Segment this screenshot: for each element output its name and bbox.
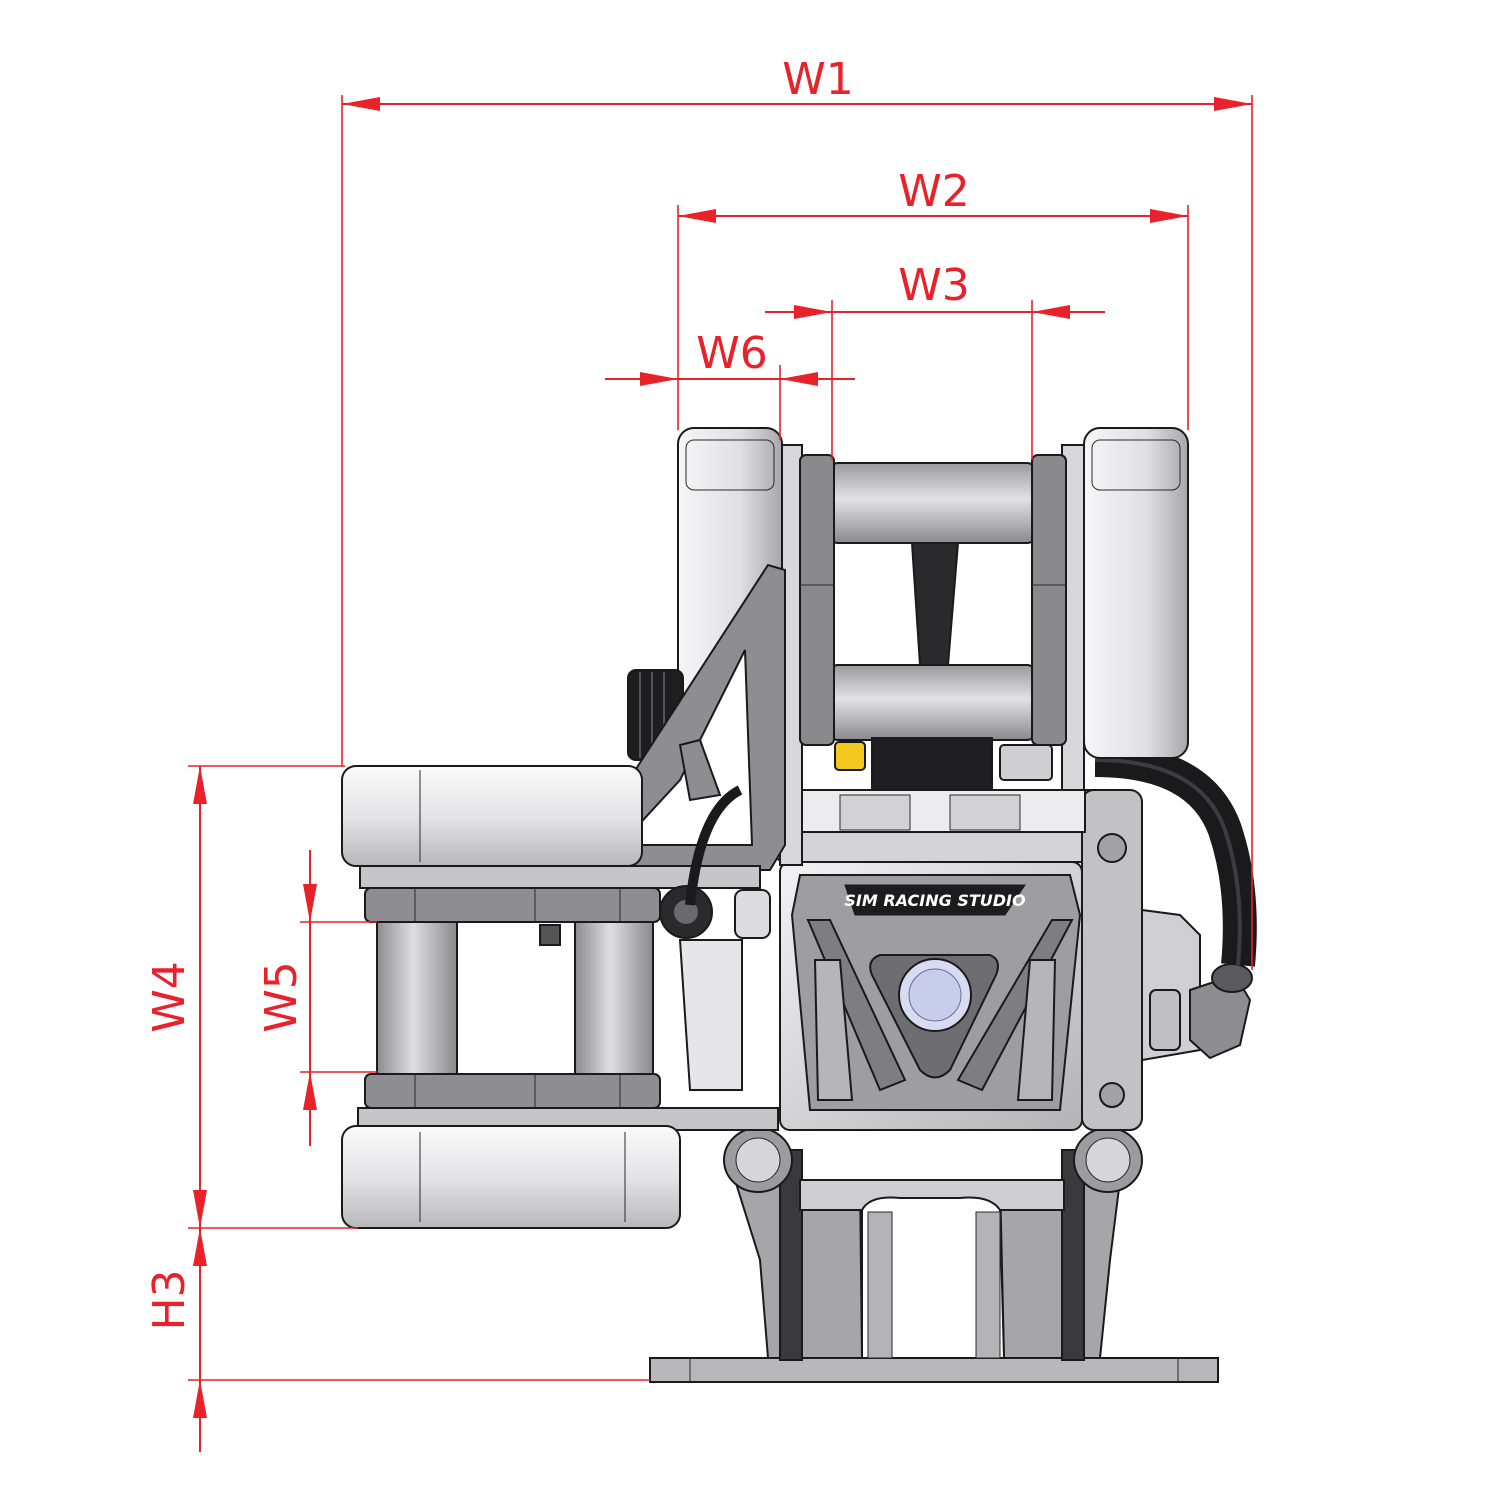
upper-pad-right xyxy=(1083,427,1189,759)
upper-cylinder-bottom xyxy=(829,664,1036,741)
left-pad-top xyxy=(341,765,643,867)
dimension-label-w2: W2 xyxy=(898,166,970,217)
dimension-w1: W1 xyxy=(341,54,1253,970)
bleed-fitting xyxy=(834,741,866,771)
center-wedge xyxy=(910,542,960,666)
dimension-label-w3: W3 xyxy=(898,260,970,311)
dimension-w4: W4 xyxy=(144,765,358,1229)
base-plate xyxy=(649,1357,1219,1383)
leg-bar-right xyxy=(1061,1149,1085,1361)
dimension-label-w4: W4 xyxy=(144,961,195,1033)
dimension-w3: W3 xyxy=(765,260,1105,460)
upper-cylinder-top xyxy=(829,462,1036,544)
dimension-w2: W2 xyxy=(677,166,1189,430)
logo-mark xyxy=(844,884,1026,916)
dimensions: W1 W2 W3 W6 xyxy=(144,54,1253,1452)
dimension-label-w5: W5 xyxy=(256,961,307,1033)
left-cylinder-b xyxy=(574,921,654,1075)
left-pad-bottom xyxy=(341,1125,681,1229)
dimension-label-h3: H3 xyxy=(144,1269,195,1330)
dimension-label-w1: W1 xyxy=(782,54,854,105)
left-cylinder-a xyxy=(376,921,458,1075)
logo-text: SIM RACING STUDIO xyxy=(844,891,1026,910)
brake-assembly: SIM RACING STUDIO xyxy=(341,427,1257,1383)
dimension-label-w6: W6 xyxy=(696,328,768,379)
dimension-w5: W5 xyxy=(256,850,377,1146)
dimension-w6: W6 xyxy=(605,328,855,440)
dimension-h3: H3 xyxy=(144,1228,650,1452)
